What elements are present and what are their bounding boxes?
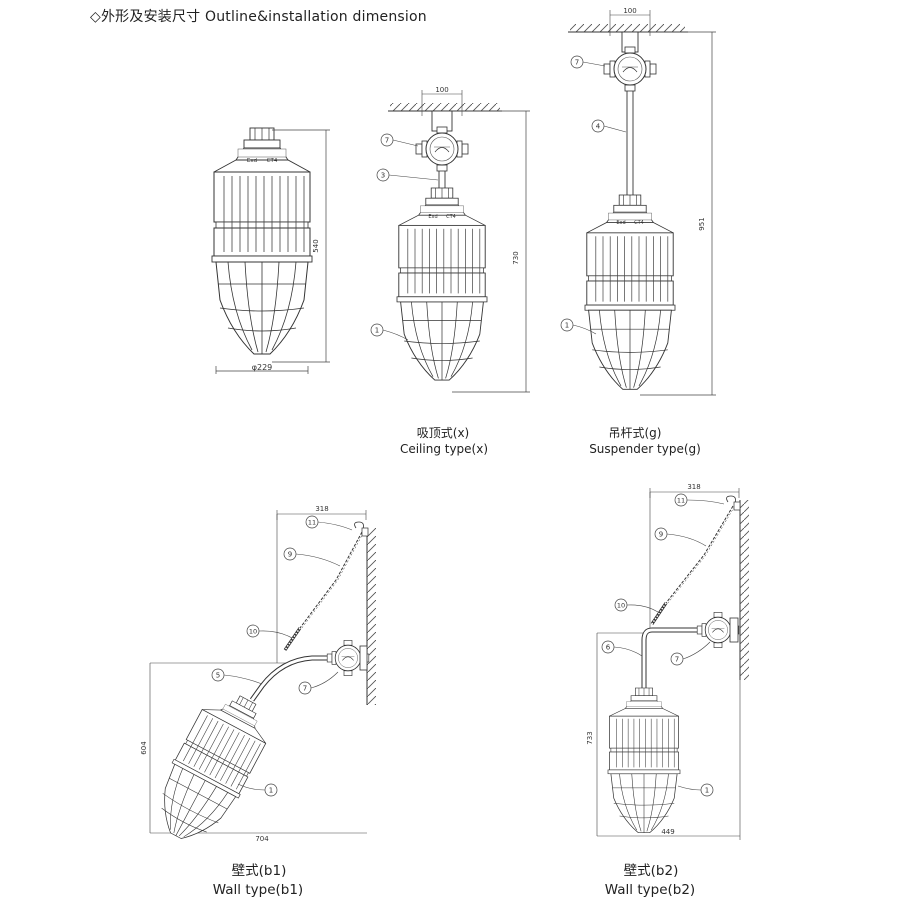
ceiling-marking-exd: Exd [428, 214, 437, 220]
suspender-view: 100 951 Exd CT4 7 4 1 [560, 7, 716, 396]
wall-b2-height-label: 733 [586, 731, 594, 744]
wall-b2-view: 318 733 449 11 [586, 483, 749, 840]
ceiling-callout-3: 3 [381, 172, 385, 180]
wall-b1-callout-11: 11 [308, 519, 316, 527]
wall-b2-callout-10: 10 [617, 602, 625, 610]
wall-b2-top-width-label: 318 [687, 483, 700, 491]
suspender-marking-exd: Exd [616, 220, 625, 226]
wall-b1-callout-10: 10 [249, 628, 257, 636]
ceiling-caption-en: Ceiling type(x) [399, 442, 489, 456]
suspender-callout-1: 1 [565, 322, 569, 330]
wall-b1-callout-7: 7 [303, 685, 307, 693]
wall-b1-callout-1: 1 [269, 787, 273, 795]
wall-b2-callout-9: 9 [659, 531, 663, 539]
ceiling-width-label: 100 [435, 86, 448, 94]
outline-view: 540 φ229 Exd CT4 [211, 127, 330, 374]
suspender-callout-7: 7 [575, 59, 579, 67]
wall-b2-callout-1: 1 [705, 787, 709, 795]
wall-b1-callout-5: 5 [216, 672, 220, 680]
ceiling-caption-cn: 吸顶式(x) [416, 426, 470, 440]
suspender-width-label: 100 [623, 7, 636, 15]
wall-b1-height-label: 604 [140, 741, 148, 755]
page-title: ◇外形及安装尺寸 Outline&installation dimension [90, 9, 427, 25]
suspender-height-label: 951 [698, 217, 706, 230]
wall-b1-caption-en: Wall type(b1) [212, 882, 304, 898]
wall-b2-width-label: 449 [661, 828, 674, 836]
suspender-caption-cn: 吊杆式(g) [608, 426, 662, 440]
wall-b1-callout-9: 9 [288, 551, 292, 559]
ceiling-view: 100 730 Exd CT4 7 3 1 [370, 86, 530, 393]
outline-marking-ct4: CT4 [267, 158, 278, 164]
wall-b1-caption-cn: 壁式(b1) [231, 863, 287, 879]
ceiling-marking-ct4: CT4 [446, 214, 456, 220]
wall-b1-view: 318 604 704 11 [140, 505, 376, 854]
wall-b2-caption-cn: 壁式(b2) [623, 863, 679, 879]
wall-b2-callout-6: 6 [606, 644, 611, 652]
outline-diameter-label: φ229 [252, 363, 273, 372]
wall-b2-callout-11: 11 [677, 497, 685, 505]
wall-b1-width-label: 704 [255, 835, 269, 843]
ceiling-callout-7: 7 [385, 137, 389, 145]
outline-marking-exd: Exd [247, 158, 257, 164]
ceiling-height-label: 730 [512, 251, 520, 264]
suspender-marking-ct4: CT4 [634, 220, 644, 226]
suspender-callout-4: 4 [596, 123, 601, 131]
wall-b2-caption-en: Wall type(b2) [604, 882, 696, 898]
ceiling-callout-1: 1 [375, 327, 379, 335]
suspender-caption-en: Suspender type(g) [589, 442, 701, 456]
outline-height-label: 540 [312, 239, 320, 252]
wall-b1-top-width-label: 318 [315, 505, 328, 513]
wall-b2-callout-7: 7 [675, 656, 679, 664]
